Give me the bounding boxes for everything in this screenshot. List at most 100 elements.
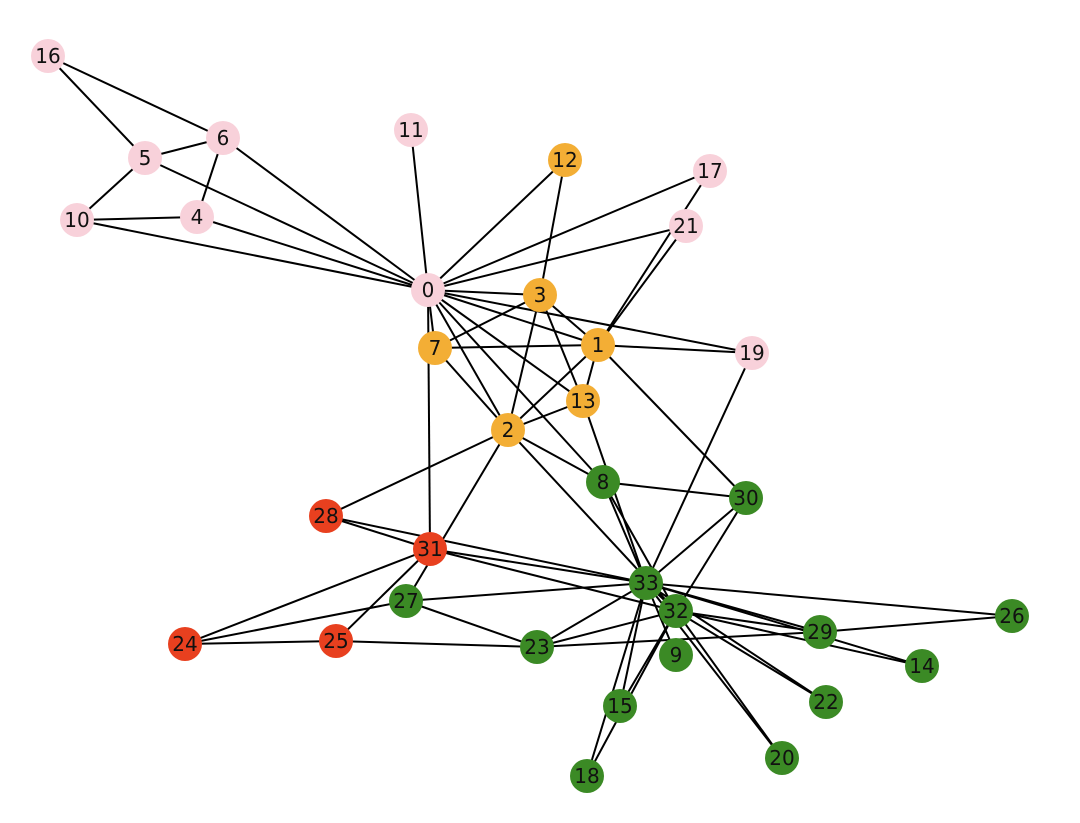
- edge-1-19: [597, 344, 753, 354]
- edge-15-33: [619, 582, 647, 707]
- node-label-14: 14: [909, 654, 934, 678]
- edge-28-31: [325, 515, 431, 550]
- node-label-31: 31: [417, 537, 442, 561]
- node-label-27: 27: [393, 589, 418, 613]
- edge-28-33: [325, 515, 647, 584]
- node-label-10: 10: [64, 208, 89, 232]
- node-label-1: 1: [592, 333, 605, 357]
- node-circle-10: [60, 203, 94, 237]
- edge-2-27: [405, 429, 509, 602]
- edge-29-32: [675, 610, 821, 633]
- node-circle-30: [729, 481, 763, 515]
- edge-0-10: [76, 219, 429, 291]
- edge-20-32: [675, 610, 783, 759]
- edge-3-13: [539, 294, 584, 402]
- node-circle-19: [735, 336, 769, 370]
- edge-26-33: [645, 582, 1013, 617]
- edge-27-33: [405, 582, 647, 602]
- node-label-29: 29: [807, 620, 832, 644]
- edge-2-7: [434, 347, 509, 431]
- node-33: 33: [629, 566, 663, 600]
- node-8: 8: [586, 465, 620, 499]
- edge-0-11: [410, 129, 429, 291]
- edge-0-17: [427, 170, 711, 291]
- edge-6-16: [47, 55, 224, 139]
- edge-2-3: [507, 294, 541, 431]
- node-circle-5: [128, 141, 162, 175]
- edge-1-7: [434, 344, 599, 349]
- edge-24-27: [184, 600, 407, 645]
- node-0: 0: [411, 273, 445, 307]
- node-circle-6: [206, 121, 240, 155]
- node-circle-32: [659, 594, 693, 628]
- node-circle-14: [905, 649, 939, 683]
- edge-30-32: [675, 497, 747, 612]
- edge-3-12: [539, 159, 566, 296]
- node-circle-23: [520, 630, 554, 664]
- node-circle-3: [523, 278, 557, 312]
- node-label-7: 7: [429, 336, 442, 360]
- node-14: 14: [905, 649, 939, 683]
- node-label-5: 5: [139, 146, 152, 170]
- node-label-15: 15: [607, 694, 632, 718]
- node-label-11: 11: [398, 118, 423, 142]
- edge-22-32: [675, 610, 827, 703]
- edge-23-33: [536, 582, 647, 648]
- edge-30-33: [645, 497, 747, 584]
- node-label-0: 0: [422, 278, 435, 302]
- node-3: 3: [523, 278, 557, 312]
- edge-0-12: [427, 159, 566, 291]
- node-circle-16: [31, 39, 65, 73]
- node-2: 2: [491, 413, 525, 447]
- node-28: 28: [309, 499, 343, 533]
- node-31: 31: [413, 532, 447, 566]
- node-10: 10: [60, 203, 94, 237]
- node-label-12: 12: [552, 148, 577, 172]
- edge-26-29: [819, 615, 1013, 633]
- node-circle-29: [803, 615, 837, 649]
- node-23: 23: [520, 630, 554, 664]
- edge-0-3: [427, 289, 541, 296]
- node-circle-4: [180, 200, 214, 234]
- edge-18-33: [586, 582, 647, 777]
- node-11: 11: [394, 113, 428, 147]
- node-7: 7: [418, 331, 452, 365]
- node-15: 15: [603, 689, 637, 723]
- node-label-20: 20: [769, 746, 794, 770]
- node-circle-28: [309, 499, 343, 533]
- node-circle-13: [566, 384, 600, 418]
- node-layer: 0123456789101112131415161718192021222324…: [31, 39, 1029, 793]
- edge-23-25: [335, 640, 538, 648]
- edge-2-8: [507, 429, 604, 483]
- edge-1-2: [507, 344, 599, 431]
- node-label-23: 23: [524, 635, 549, 659]
- node-circle-17: [693, 154, 727, 188]
- node-label-8: 8: [597, 470, 610, 494]
- node-label-18: 18: [574, 764, 599, 788]
- node-21: 21: [669, 209, 703, 243]
- node-label-22: 22: [813, 690, 838, 714]
- edge-5-16: [47, 55, 146, 159]
- edge-0-1: [427, 289, 599, 346]
- node-label-16: 16: [35, 44, 60, 68]
- node-circle-7: [418, 331, 452, 365]
- node-label-21: 21: [673, 214, 698, 238]
- node-17: 17: [693, 154, 727, 188]
- edge-1-21: [597, 225, 687, 346]
- node-label-25: 25: [323, 629, 348, 653]
- edge-14-32: [675, 610, 923, 667]
- node-circle-11: [394, 113, 428, 147]
- node-circle-33: [629, 566, 663, 600]
- node-circle-27: [389, 584, 423, 618]
- node-circle-0: [411, 273, 445, 307]
- node-29: 29: [803, 615, 837, 649]
- node-5: 5: [128, 141, 162, 175]
- node-12: 12: [548, 143, 582, 177]
- node-label-32: 32: [663, 599, 688, 623]
- node-22: 22: [809, 685, 843, 719]
- node-circle-22: [809, 685, 843, 719]
- edge-0-8: [427, 289, 604, 483]
- edge-2-28: [325, 429, 509, 517]
- node-label-3: 3: [534, 283, 547, 307]
